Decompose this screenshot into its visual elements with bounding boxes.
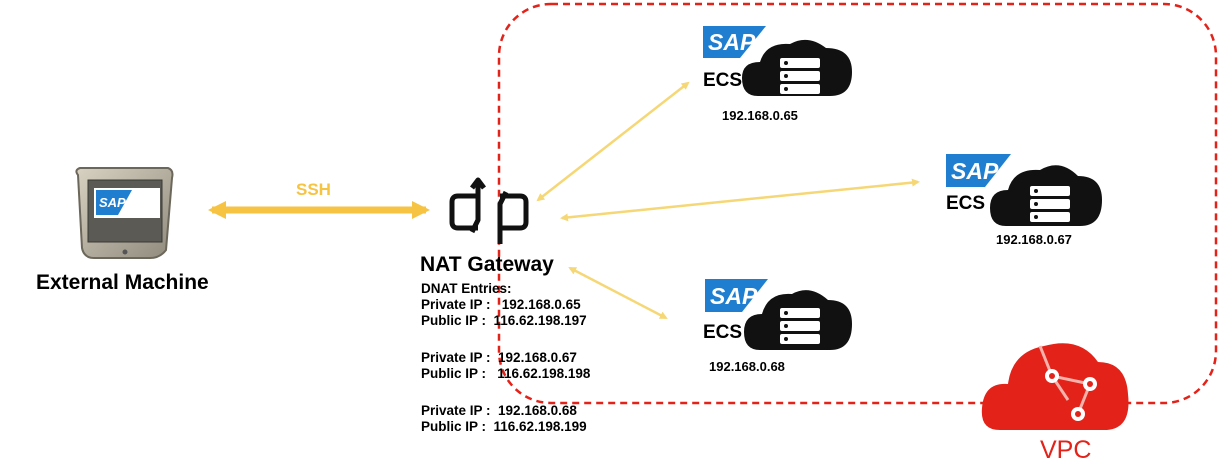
arrow-nat-to-ecs-2 [560,178,920,222]
ecs-3-logo-text: SAP [710,283,758,309]
arrow-nat-to-ecs-1 [536,81,690,202]
ecs-2-sap-logo [946,154,1011,187]
dnat-entry-3-private: Private IP : 192.168.0.68 [421,403,577,418]
ecs-1-ip: 192.168.0.65 [722,108,798,123]
nat-gateway-icon [449,177,529,244]
ssh-label: SSH [296,180,331,199]
vpc-label: VPC [1040,436,1092,464]
dnat-entry-2-public: Public IP : 116.62.198.198 [421,366,591,381]
ecs-2-logo-text: SAP [951,158,999,184]
dnat-entry-1-public: Public IP : 116.62.198.197 [421,313,587,328]
ecs-3-ip: 192.168.0.68 [709,359,785,374]
nat-gateway-label: NAT Gateway [420,253,554,276]
ecs-1-label: ECS [703,70,743,91]
dnat-entry-2-private: Private IP : 192.168.0.67 [421,350,577,365]
ecs-2-cloud-server-icon [990,165,1102,226]
ecs-1-cloud-server-icon [742,39,852,96]
ecs-2-ip: 192.168.0.67 [996,232,1072,247]
ecs-1-logo-text: SAP [708,29,756,55]
arrow-nat-to-ecs-3 [568,266,668,320]
dnat-title: DNAT Entries: [421,281,512,296]
vpc-boundary [497,2,1218,405]
dnat-entry-1-private: Private IP : 192.168.0.65 [421,297,581,312]
external-machine-label: External Machine [36,271,209,294]
dnat-entry-3-public: Public IP : 116.62.198.199 [421,419,587,434]
monitor-logo-text: SAP [99,195,126,210]
vpc-cloud-icon [981,343,1129,430]
ecs-1-sap-logo [703,26,766,58]
ecs-3-label: ECS [703,322,743,343]
monitor-icon: SAP [75,167,174,259]
ecs-3-cloud-server-icon [744,290,852,350]
ecs-2-label: ECS [946,193,986,214]
ecs-3-sap-logo [705,279,768,312]
